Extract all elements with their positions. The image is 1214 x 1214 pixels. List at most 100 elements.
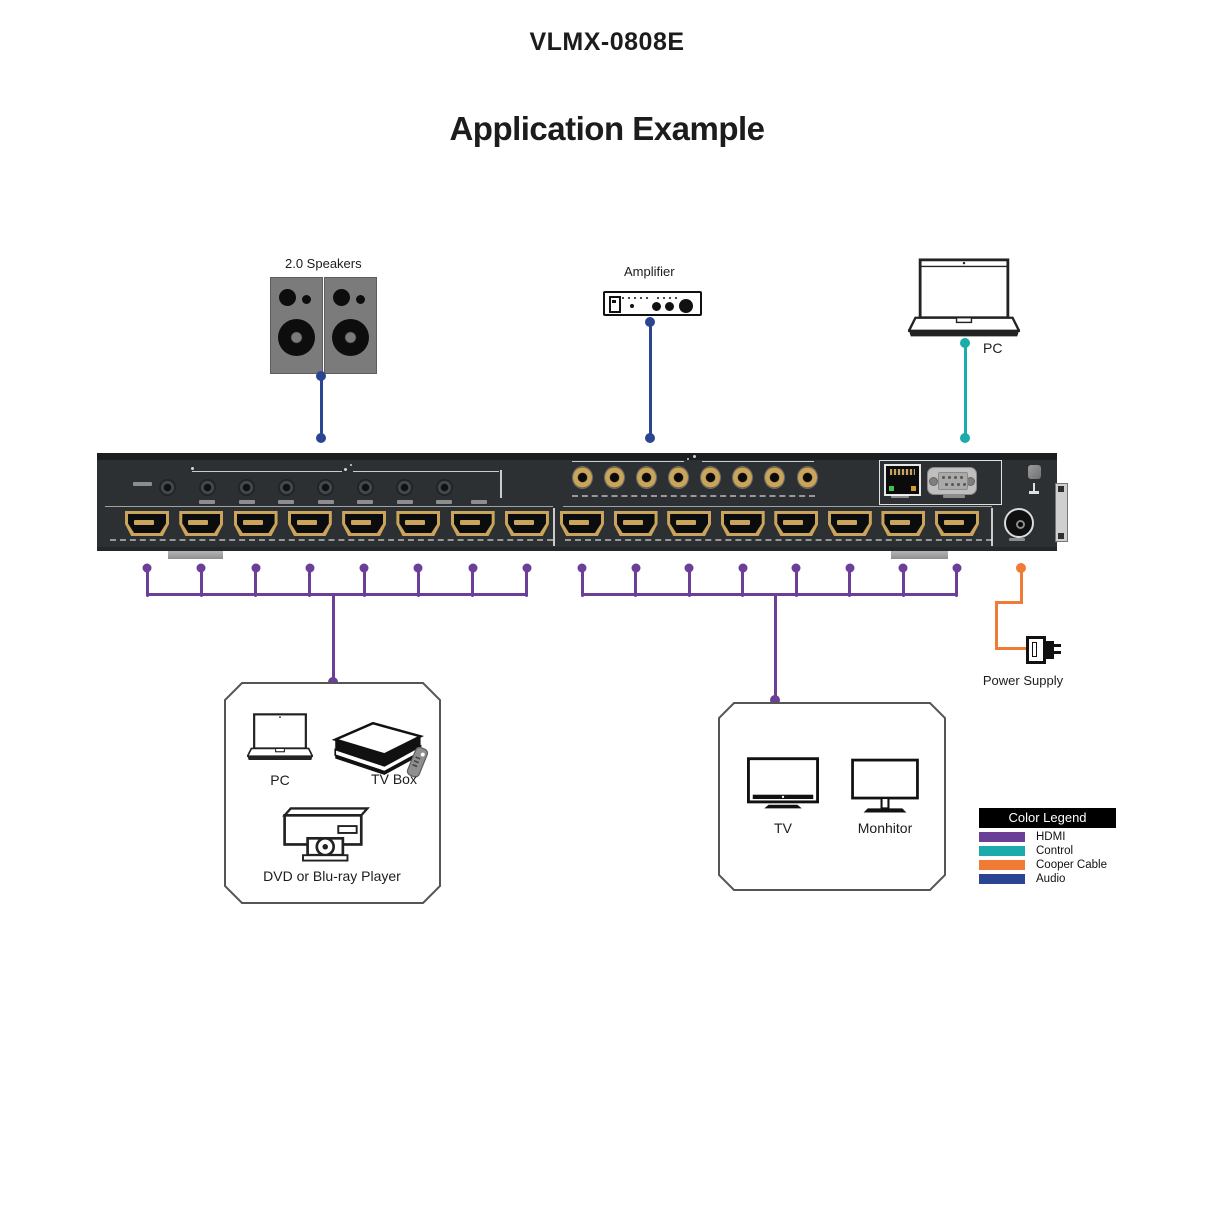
hdmi-cable-connector (142, 563, 152, 573)
hdmi-cable-drop (362, 570, 366, 597)
hdmi-cable-drop (199, 570, 203, 597)
ear-notch (1058, 533, 1064, 539)
legend-swatch-audio (979, 874, 1025, 884)
legend-row: HDMI (979, 831, 1139, 843)
amplifier-leds (622, 297, 624, 299)
hdmi-cable-connector (631, 563, 641, 573)
hdmi-port (720, 511, 765, 536)
hdmi-trunk-sources (331, 594, 335, 682)
hdmi-cable-connector (791, 563, 801, 573)
power-adapter-prong (1054, 651, 1061, 654)
rs232-pinzone (938, 472, 968, 490)
hdmi-port-pin (242, 520, 263, 525)
hdmi-cable-connector (359, 563, 369, 573)
hdmi-port (342, 511, 387, 536)
laptop-icon (908, 258, 1020, 337)
hdmi-cable-connector (522, 563, 532, 573)
ir-group-bracket (353, 471, 499, 472)
speaker-tweeter-small (356, 295, 365, 304)
hdmi-cable-drop (901, 570, 905, 597)
hdmi-port (125, 511, 169, 536)
legend-label-control: Control (1036, 845, 1074, 857)
audio-port-labels (572, 495, 815, 497)
ir-group-bracket (192, 471, 342, 472)
ir-port (396, 479, 413, 496)
hdmi-cable-drop (634, 570, 638, 597)
source-pc-label: PC (270, 772, 290, 788)
hdmi-cable-connector (952, 563, 962, 573)
hdmi-cable-drop (848, 570, 852, 597)
lan-port (884, 464, 921, 496)
bracket-dot (350, 464, 352, 466)
source-tvbox-label: TV Box (371, 771, 417, 787)
bracket-dot (693, 455, 696, 458)
device-foot (168, 551, 223, 559)
ear-notch (1058, 486, 1064, 492)
hdmi-cable-drop (687, 570, 691, 597)
row-separator (563, 506, 992, 507)
hdmi-port-pin (188, 520, 209, 525)
port-label-mark (396, 500, 413, 504)
port-label-mark (238, 500, 255, 504)
hdmi-cable-drop (525, 570, 529, 597)
display-box (718, 702, 946, 891)
audio-cable-connector (316, 371, 326, 381)
hdmi-port-pin (134, 520, 154, 525)
rs232-screw (929, 477, 938, 486)
hdmi-port (774, 511, 819, 536)
hdmi-cable-drop (955, 570, 959, 597)
port-label-mark (943, 495, 965, 498)
ir-section-divider (500, 470, 502, 498)
port-label-mark (471, 500, 487, 504)
speakers-label: 2.0 Speakers (285, 256, 362, 271)
power-adapter-prong (1054, 644, 1061, 647)
hdmi-port (450, 511, 495, 536)
legend-row: Cooper Cable (979, 859, 1139, 871)
control-cable-pc (963, 342, 967, 439)
hdmi-port (881, 511, 926, 536)
port-label-mark (199, 500, 215, 504)
amplifier-knob-large (679, 299, 693, 313)
hdmi-port-pin (943, 520, 964, 525)
dvd-player-icon (282, 807, 370, 862)
audio-out-port (572, 467, 592, 488)
hdmi-port-labels (110, 539, 553, 541)
control-ports-outline (879, 460, 1002, 505)
hdmi-port-pin (676, 520, 697, 525)
legend-row: Control (979, 845, 1139, 857)
ir-port (238, 479, 255, 496)
hdmi-cable-connector (845, 563, 855, 573)
speaker-woofer (332, 319, 369, 356)
audio-group-bracket (702, 461, 814, 462)
hdmi-port-pin (622, 520, 643, 525)
ir-section-label (133, 482, 152, 486)
legend-label-hdmi: HDMI (1036, 831, 1066, 843)
hdmi-cable-drop (145, 570, 149, 597)
amplifier-switch (609, 296, 621, 313)
audio-out-port (668, 467, 688, 488)
hdmi-cable-drop (794, 570, 798, 597)
source-dvd-label: DVD or Blu-ray Player (263, 868, 401, 884)
hdmi-trunk-displays (773, 594, 777, 700)
matrix-switcher-rear-panel (97, 453, 1068, 559)
hdmi-port (613, 511, 658, 536)
hdmi-group-divider (991, 508, 993, 546)
hdmi-port-pin (405, 520, 426, 525)
legend-label-cooper: Cooper Cable (1036, 859, 1107, 871)
ground-symbol (1029, 491, 1039, 494)
speaker-tweeter (279, 289, 296, 306)
power-adapter-icon (1026, 636, 1061, 664)
hdmi-port-pin (729, 520, 750, 525)
hdmi-cable-connector (684, 563, 694, 573)
tv-icon (747, 757, 819, 809)
hdmi-cable-drop (741, 570, 745, 597)
mounting-ear (1055, 483, 1068, 542)
speaker-right-icon (324, 277, 377, 374)
hdmi-port (233, 511, 278, 536)
speaker-tweeter-small (302, 295, 311, 304)
ir-port (277, 479, 295, 496)
pc-top-label: PC (983, 340, 1003, 356)
bracket-dot (344, 468, 347, 471)
hdmi-port (667, 511, 712, 536)
hdmi-port-labels (565, 539, 992, 541)
